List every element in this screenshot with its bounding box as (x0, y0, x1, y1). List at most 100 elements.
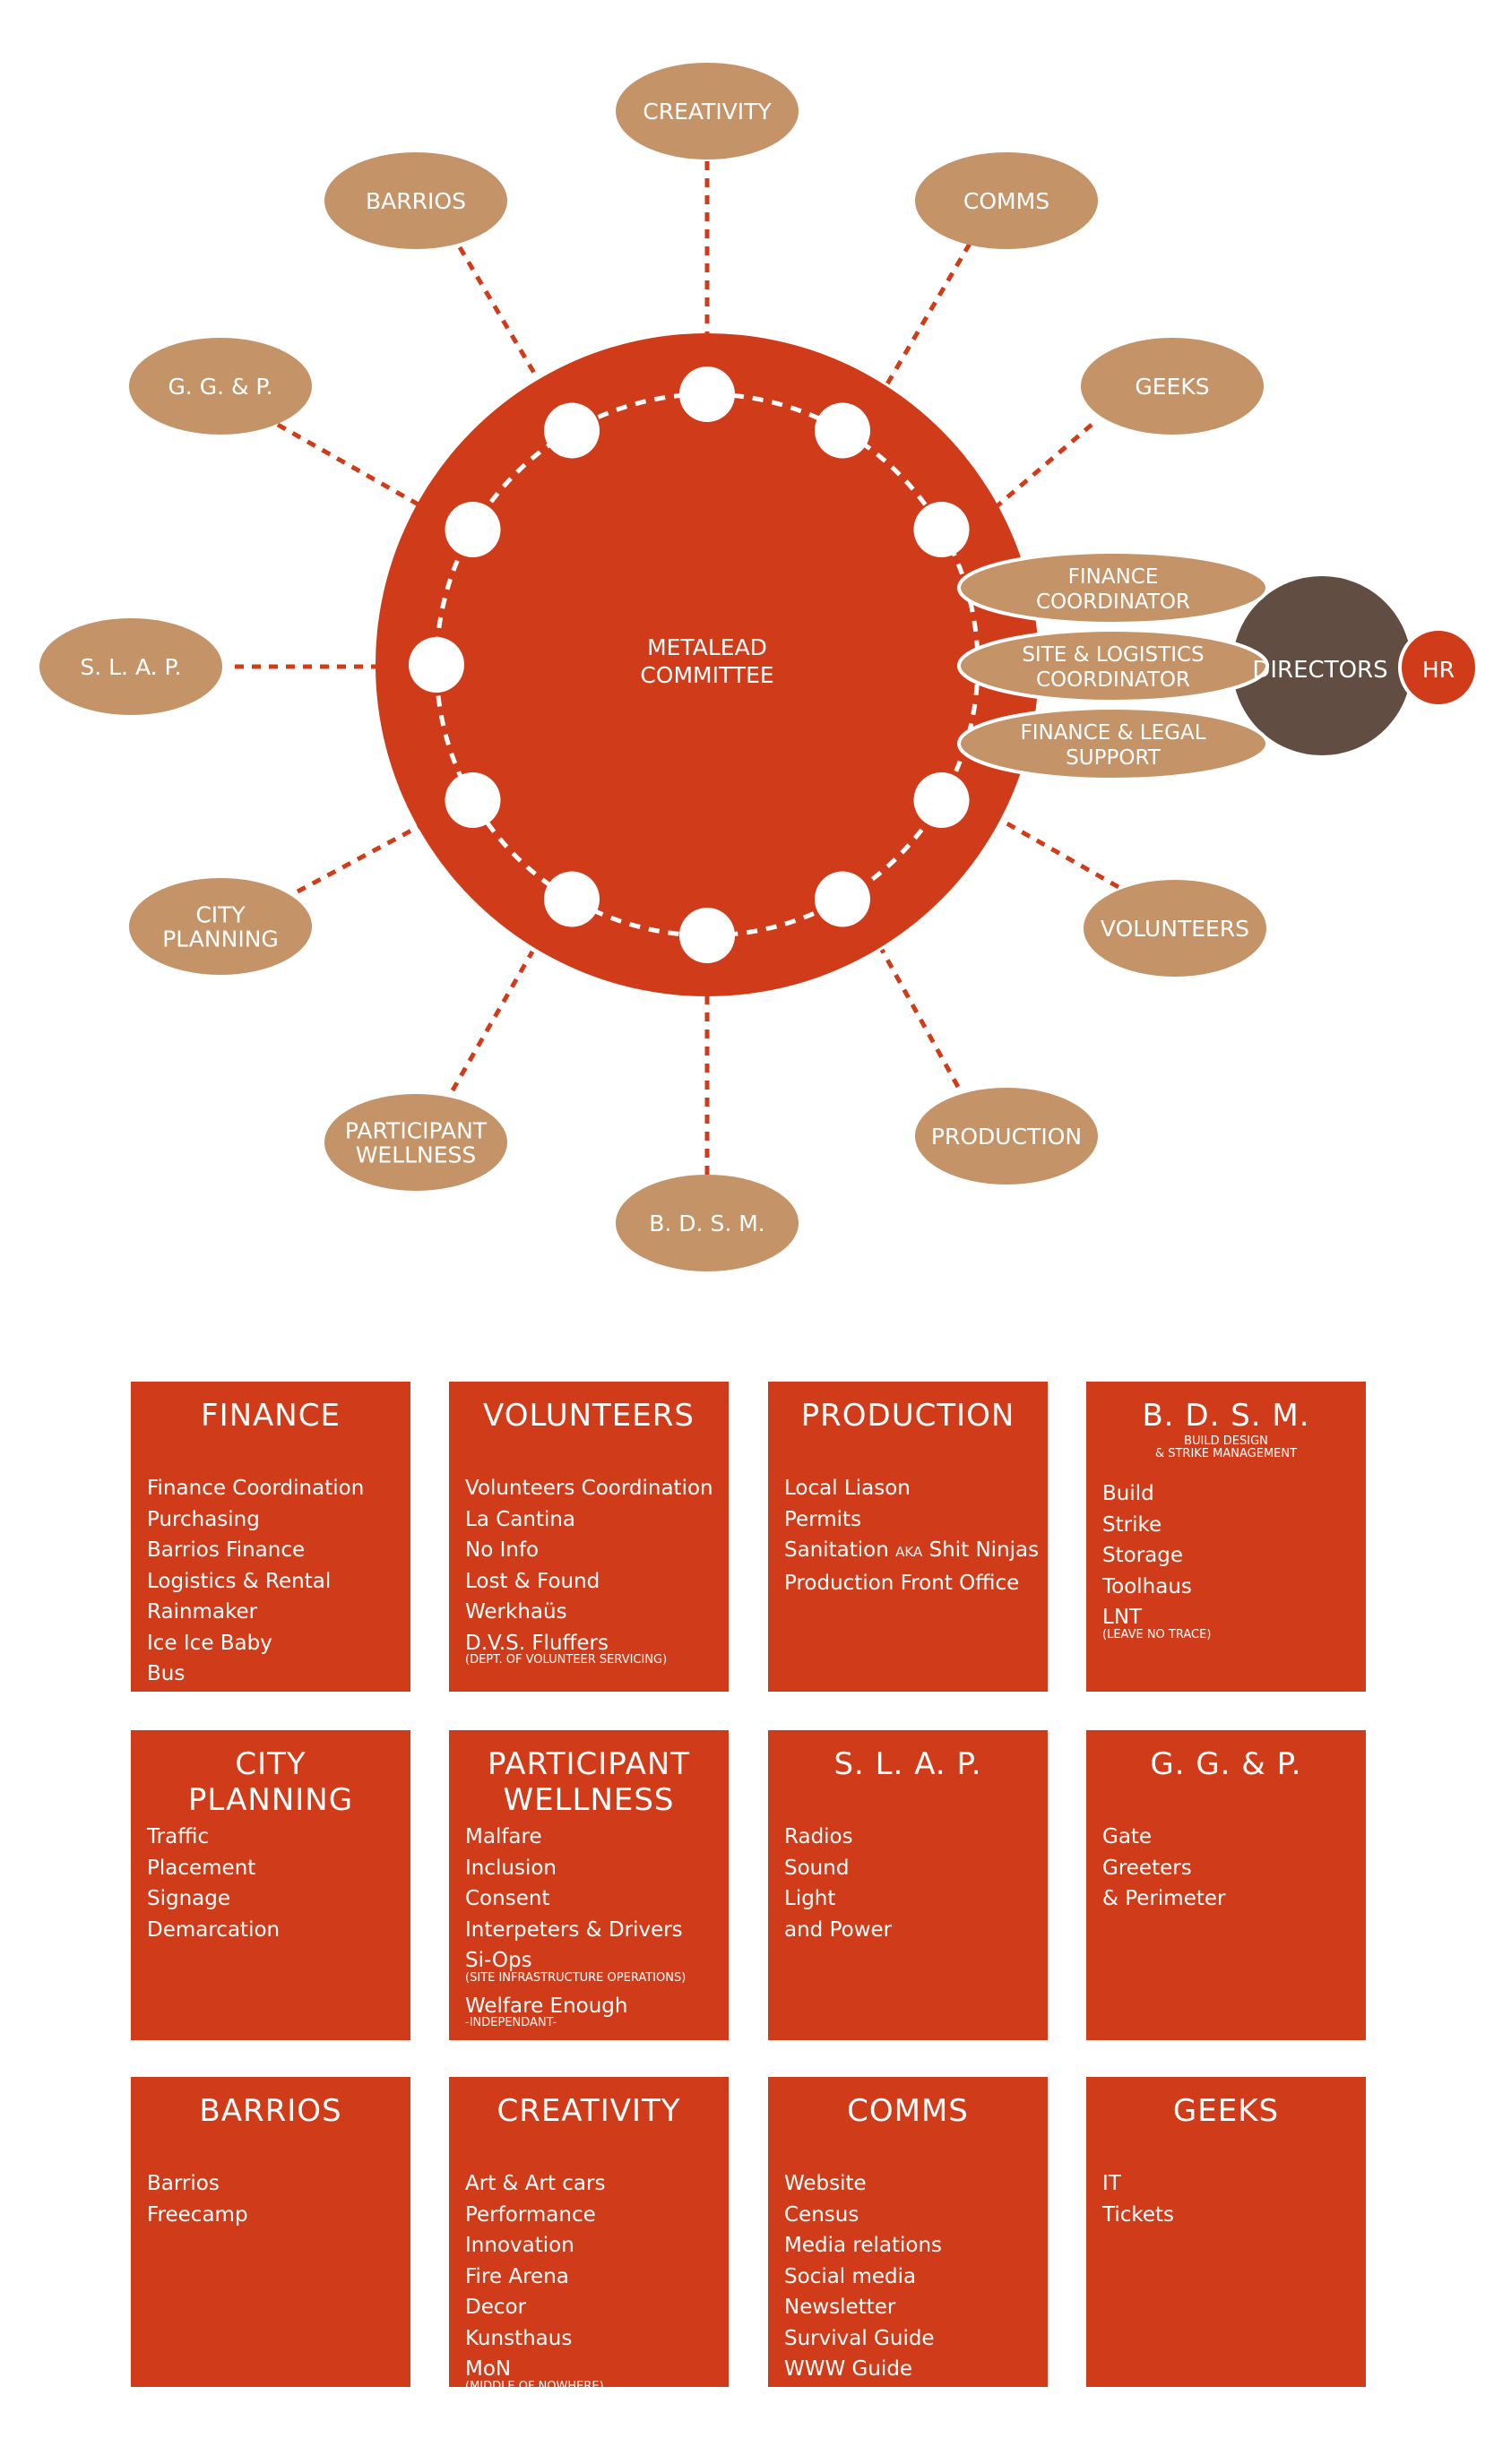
item-text: Signage (147, 1887, 231, 1910)
item-text: Barrios Finance (147, 1538, 306, 1562)
department-item: Permits (784, 1504, 1032, 1536)
link-ggp (276, 422, 425, 510)
item-text: Innovation (465, 2234, 574, 2257)
satellite-ellipse (324, 1094, 507, 1191)
item-text: Freecamp (147, 2202, 248, 2227)
department-title: B. D. S. M. (1142, 1398, 1310, 1434)
department-title: PRODUCTION (800, 1398, 1015, 1434)
hr-node (1398, 627, 1479, 708)
satellite-label: PLANNING (162, 926, 279, 952)
department-item: Storage (1102, 1540, 1350, 1572)
department-item: Logistics & Rental (147, 1566, 394, 1598)
link-barrios (457, 246, 540, 381)
ring-node (445, 772, 501, 828)
department-item: Performance (465, 2200, 712, 2231)
department-title: GEEKS (1172, 2093, 1280, 2129)
department-title: COMMS (847, 2093, 969, 2129)
link-participant-wellness (450, 950, 535, 1092)
satellite-creativity: CREATIVITY (616, 63, 799, 159)
satellite-ellipse (915, 1088, 1098, 1185)
item-text: WWW Guide (784, 2357, 913, 2381)
item-text: Finance Coordination (147, 1477, 365, 1500)
department-title: FINANCE (201, 1398, 341, 1434)
item-text: & Perimeter (1102, 1887, 1226, 1910)
item-text: Si-Ops (465, 1949, 532, 1972)
item-text: Social media (784, 2264, 917, 2288)
item-text: Barrios (147, 2172, 220, 2195)
item-text: D.V.S. Fluffers (465, 1631, 609, 1655)
item-note: (SITE INFRASTRUCTURE OPERATIONS) (465, 1970, 687, 1985)
satellite-group: CREATIVITYCOMMSGEEKSVOLUNTEERSPRODUCTION… (39, 63, 1266, 1271)
satellite-ellipse (616, 63, 799, 159)
department-item: Placement (147, 1853, 394, 1884)
department-item: Art & Art cars (465, 2168, 712, 2200)
center-label-line-1: METALEAD (647, 634, 767, 660)
item-text: Logistics & Rental (147, 1569, 332, 1593)
ring-node (815, 871, 870, 927)
satellite-slap: S. L. A. P. (39, 618, 222, 715)
department-item: Census (784, 2200, 1032, 2231)
ring-node (409, 637, 464, 693)
item-text: Greeters (1102, 1856, 1192, 1880)
department-item: Newsletter (784, 2292, 1032, 2323)
item-text: Art & Art cars (465, 2172, 606, 2195)
satellite-label: VOLUNTEERS (1101, 916, 1249, 942)
satellite-label: PRODUCTION (931, 1124, 1082, 1150)
satellite-ellipse (129, 338, 312, 435)
satellite-label: G. G. & P. (168, 374, 272, 400)
satellite-comms: COMMS (915, 152, 1098, 249)
item-text: Decor (465, 2296, 527, 2319)
department-item: Finance Coordination (147, 1473, 394, 1504)
department-title: VOLUNTEERS (483, 1398, 695, 1434)
department-item: & Perimeter (1102, 1883, 1350, 1915)
department-subtitle: BUILD DESIGN & STRIKE MANAGEMENT (1154, 1434, 1298, 1460)
satellite-ellipse (324, 152, 507, 249)
item-text: Welfare Enough (465, 1994, 628, 2018)
item-text: Sanitation (784, 1538, 896, 1562)
item-text: Werkhaüs (465, 1600, 567, 1624)
item-text: MoN (465, 2357, 512, 2381)
satellite-label: PARTICIPANT (345, 1118, 488, 1144)
department-title: S. L. A. P. (833, 1746, 982, 1782)
item-text: IT (1102, 2172, 1121, 2195)
satellite-label: COMMS (963, 188, 1049, 214)
department-item: Inclusion (465, 1853, 712, 1884)
satellite-production: PRODUCTION (915, 1088, 1098, 1185)
department-item: Malfare (465, 1822, 712, 1853)
item-text: Kunsthaus (465, 2326, 573, 2350)
satellite-ellipse (1084, 880, 1266, 977)
item-text: Malfare (465, 1825, 542, 1848)
ring-node (815, 402, 870, 459)
item-text: No Info (465, 1538, 540, 1562)
coordinator-label: FINANCE (1068, 565, 1159, 589)
item-text: Production Front Office (784, 1571, 1020, 1595)
item-text: Flapping tongues (784, 2388, 963, 2412)
item-text: Consent (465, 1887, 550, 1910)
center-label-line-2: COMMITTEE (640, 662, 773, 688)
link-comms (883, 242, 972, 389)
department-item: Social media (784, 2262, 1032, 2293)
department-item: Innovation (465, 2230, 712, 2262)
department-item: Survival Guide (784, 2323, 1032, 2355)
item-text: Fire Arena (465, 2264, 569, 2288)
item-text: Newsletter (784, 2296, 896, 2319)
department-box: B. D. S. M.BUILD DESIGN & STRIKE MANAGEM… (1086, 1382, 1366, 1692)
department-item: Gate (1102, 1822, 1350, 1853)
coordinator-ellipse (957, 628, 1269, 703)
item-text: Gate (1102, 1825, 1153, 1848)
department-item: Ice Ice Baby (147, 1628, 394, 1659)
